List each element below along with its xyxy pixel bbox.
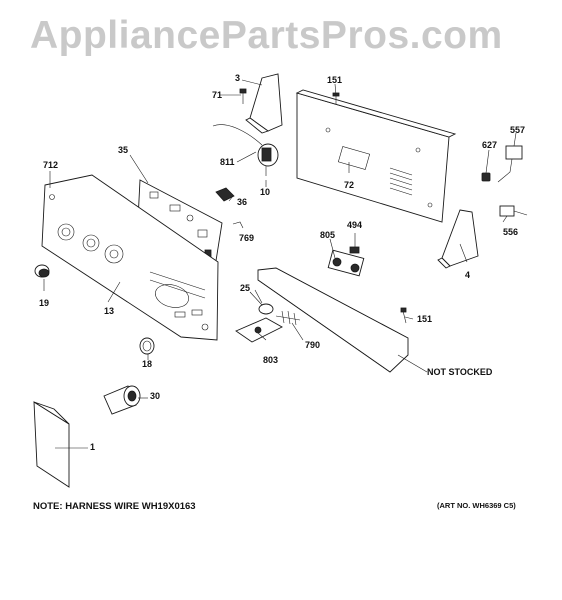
callout-494: 494 xyxy=(347,220,363,230)
capacitor-30 xyxy=(103,385,141,415)
callout-19: 19 xyxy=(39,298,50,308)
callout-72: 72 xyxy=(344,180,355,190)
spring-790 xyxy=(275,310,301,326)
callout-805: 805 xyxy=(320,230,336,240)
callout-712: 712 xyxy=(43,160,59,170)
leader-lines xyxy=(43,79,517,449)
part-557 xyxy=(497,145,523,183)
wire-811 xyxy=(212,124,263,146)
callout-803: 803 xyxy=(263,355,279,365)
callout-557: 557 xyxy=(510,125,526,135)
callout-71: 71 xyxy=(212,90,223,100)
callout-790: 790 xyxy=(305,340,321,350)
watermark-text: AppliancePartsPros.com xyxy=(30,14,503,57)
note-art-number: (ART NO. WH6369 C5) xyxy=(437,501,516,510)
callout-25: 25 xyxy=(240,283,251,293)
callout-151-top: 151 xyxy=(327,75,343,85)
callout-4: 4 xyxy=(465,270,471,280)
callout-35: 35 xyxy=(118,145,129,155)
clip-769 xyxy=(232,221,244,229)
control-panel-13 xyxy=(41,174,219,341)
callout-769: 769 xyxy=(239,233,255,243)
callout-811: 811 xyxy=(220,157,235,167)
valve-805 xyxy=(327,246,365,277)
callout-36: 36 xyxy=(237,197,248,207)
screw-151-lower xyxy=(400,307,407,324)
end-cap-3 xyxy=(245,73,283,134)
part-25 xyxy=(249,291,274,315)
knob-19 xyxy=(34,264,50,278)
callout-13: 13 xyxy=(104,306,115,316)
callout-not-stocked: NOT STOCKED xyxy=(427,367,493,377)
callout-30: 30 xyxy=(150,391,161,401)
clip-36 xyxy=(215,187,235,202)
callout-1: 1 xyxy=(90,442,96,452)
screw-71 xyxy=(239,88,247,104)
callout-10: 10 xyxy=(260,187,271,197)
switch-10 xyxy=(257,143,279,176)
bracket-803 xyxy=(235,317,283,343)
part-556 xyxy=(499,205,528,217)
note-harness-wire: NOTE: HARNESS WIRE WH19X0163 xyxy=(33,501,196,512)
backsplash-panel-72 xyxy=(295,89,457,223)
callout-556: 556 xyxy=(503,227,519,237)
callout-151-lower: 151 xyxy=(417,314,433,324)
callout-3: 3 xyxy=(235,73,241,83)
callout-627: 627 xyxy=(482,140,498,150)
lower-frame xyxy=(257,267,409,373)
manual-1 xyxy=(33,401,70,488)
clip-627 xyxy=(481,172,491,182)
ring-18 xyxy=(139,337,155,355)
end-cap-4 xyxy=(437,209,479,269)
callout-18: 18 xyxy=(142,359,153,369)
